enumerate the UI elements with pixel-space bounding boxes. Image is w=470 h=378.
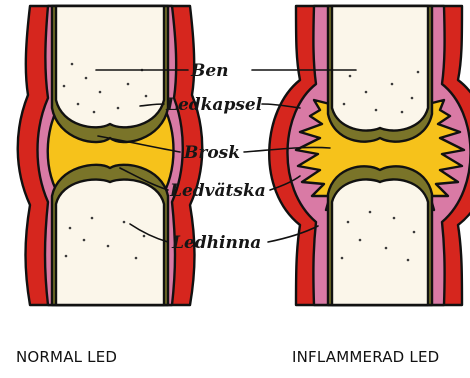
- inflamed-lower-bone: [332, 179, 428, 305]
- label-ledvatska-text: Ledvätska: [169, 181, 266, 201]
- label-brosk-text: Brosk: [183, 143, 240, 163]
- normal-joint: [18, 6, 203, 305]
- inflamed-upper-bone: [332, 6, 428, 131]
- inflamed-joint: [269, 6, 470, 305]
- label-ledkapsel-text: Ledkapsel: [165, 95, 263, 115]
- label-ledhinna-text: Ledhinna: [171, 233, 261, 253]
- caption-normal: NORMAL LED: [16, 348, 117, 366]
- normal-lower-bone: [56, 180, 164, 305]
- caption-inflamed: INFLAMMERAD LED: [292, 348, 439, 366]
- label-ben-text: Ben: [190, 61, 229, 81]
- normal-upper-bone: [56, 6, 164, 127]
